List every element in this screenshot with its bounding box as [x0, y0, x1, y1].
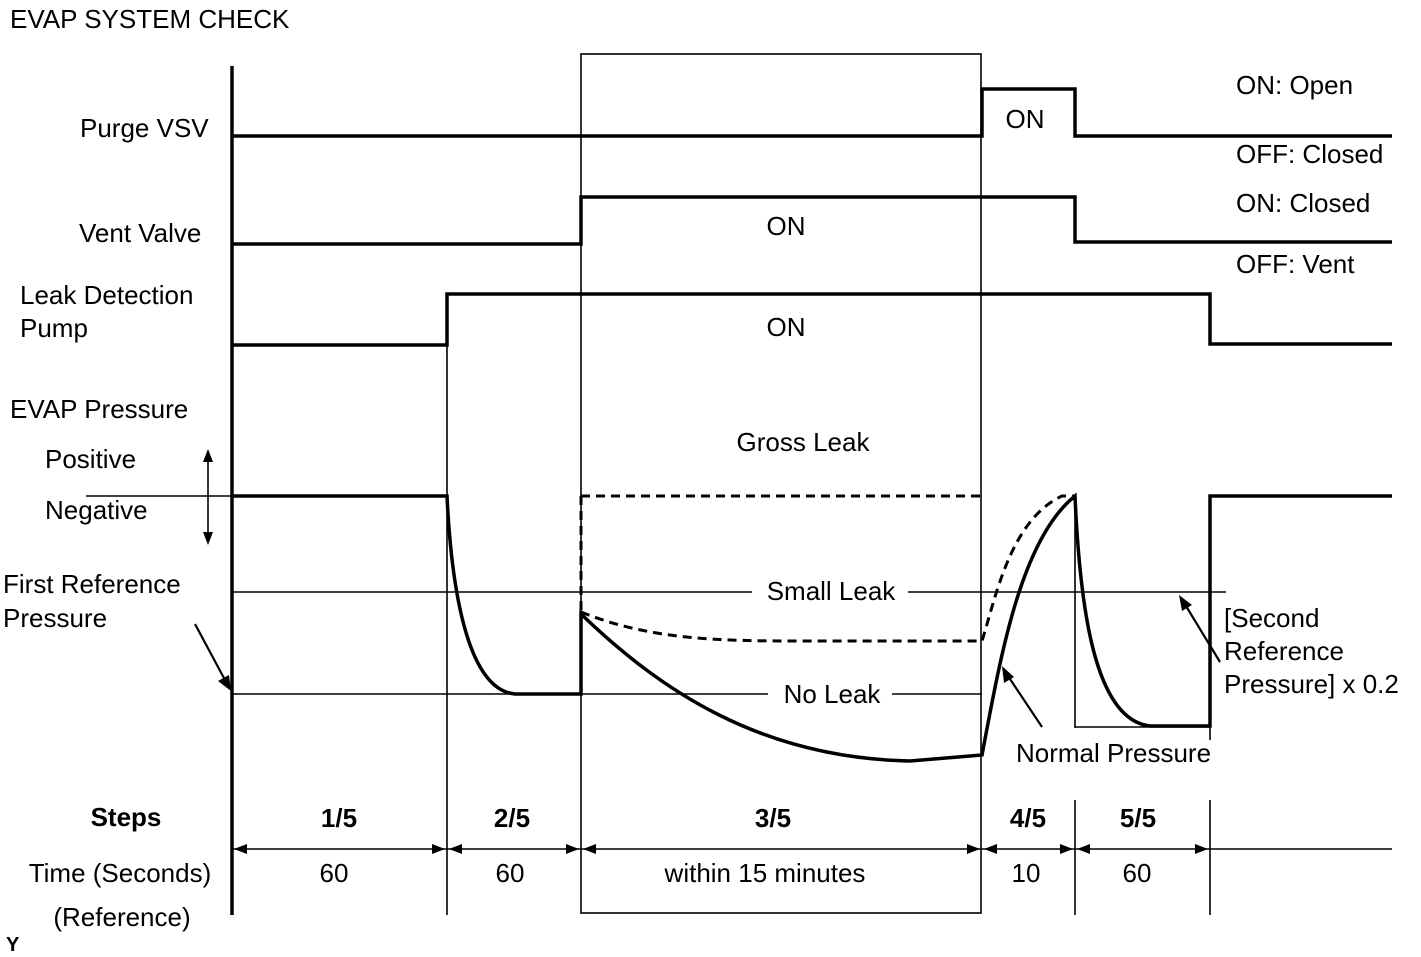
evap-pressure-label: EVAP Pressure: [10, 394, 188, 424]
second-reference-label-line2: Reference: [1224, 636, 1344, 666]
normal-pressure-label: Normal Pressure: [1016, 738, 1211, 768]
first-reference-pointer: [194, 623, 226, 681]
small-leak-trace: [580, 494, 1075, 643]
step-5-time: 60: [1123, 858, 1152, 888]
vent-valve-signal: [232, 195, 1392, 246]
normal-pressure-pointer: [1007, 675, 1043, 728]
purge-vsv-signal: [232, 87, 1392, 138]
purge-vsv-legend-on: ON: Open: [1236, 70, 1353, 100]
no-leak-label: No Leak: [784, 679, 882, 709]
second-reference-label-line3: Pressure] x 0.2: [1224, 669, 1399, 699]
second-reference-pointer: [1185, 605, 1221, 663]
leak-pump-signal: [232, 292, 1392, 347]
time-label: Time (Seconds): [29, 858, 212, 888]
first-reference-label-line1: First Reference: [3, 569, 181, 599]
vent-valve-label: Vent Valve: [79, 218, 201, 248]
leak-pump-label-line1: Leak Detection: [20, 280, 193, 310]
purge-vsv-label: Purge VSV: [80, 113, 209, 143]
normal-pressure-pointer-head: [1002, 666, 1014, 683]
small-leak-label: Small Leak: [767, 576, 897, 606]
positive-label: Positive: [45, 444, 136, 474]
step-4-label: 4/5: [1010, 803, 1046, 833]
step-4-time: 10: [1012, 858, 1041, 888]
time-reference-label: (Reference): [53, 902, 190, 932]
second-reference-label-line1: [Second: [1224, 603, 1319, 633]
purge-vsv-legend-off: OFF: Closed: [1236, 139, 1383, 169]
leak-pump-on-label: ON: [767, 312, 806, 342]
evap-pressure-trace: [232, 492, 1392, 763]
gross-leak-label: Gross Leak: [737, 427, 871, 457]
pressure-arrow-down: [203, 532, 213, 545]
step-2-time: 60: [496, 858, 525, 888]
step-1-label: 1/5: [321, 803, 357, 833]
vent-valve-legend-off: OFF: Vent: [1236, 249, 1355, 279]
step-1-time: 60: [320, 858, 349, 888]
corner-mark: Y: [6, 934, 20, 956]
leak-pump-label-line2: Pump: [20, 313, 88, 343]
step-3-label: 3/5: [755, 803, 791, 833]
step-5-label: 5/5: [1120, 803, 1156, 833]
negative-label: Negative: [45, 495, 148, 525]
step-2-label: 2/5: [494, 803, 530, 833]
pressure-arrow-up: [203, 449, 213, 462]
vent-valve-on-label: ON: [767, 211, 806, 241]
diagram-title: EVAP SYSTEM CHECK: [10, 4, 290, 34]
first-reference-label-line2: Pressure: [3, 603, 107, 633]
step3-box: [580, 53, 982, 914]
step-3-time: within 15 minutes: [664, 858, 866, 888]
first-reference-pointer-head: [218, 675, 231, 691]
second-reference-pointer-head: [1179, 595, 1192, 611]
purge-vsv-on-label: ON: [1006, 104, 1045, 134]
vent-valve-legend-on: ON: Closed: [1236, 188, 1370, 218]
time-axis-arrowheads: [234, 844, 1208, 854]
steps-label: Steps: [91, 802, 162, 832]
